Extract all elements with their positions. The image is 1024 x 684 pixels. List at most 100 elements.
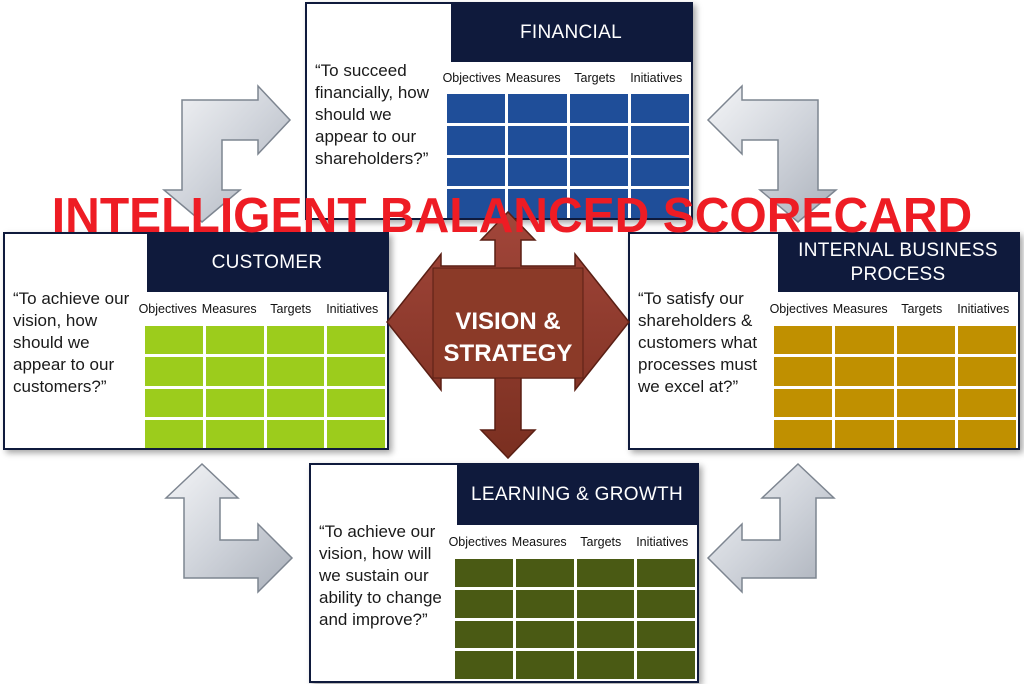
arrow-financial-internal	[706, 84, 839, 223]
grid-cell	[515, 620, 574, 649]
grid-cell	[630, 94, 689, 123]
grid-cell	[637, 589, 695, 618]
grid-cell	[835, 326, 894, 355]
vision-label-line1: VISION &	[455, 308, 561, 335]
grid-cell	[455, 589, 513, 618]
grid-cell	[896, 326, 955, 355]
grid-cell	[576, 651, 635, 679]
grid-cell	[145, 388, 203, 417]
grid-cell	[637, 620, 695, 649]
grid-cell	[327, 326, 385, 355]
internal-process-column-headers: Objectives Measures Targets Initiatives	[768, 302, 1014, 320]
internal-process-grid	[774, 326, 1016, 448]
column-objectives: Objectives	[442, 71, 501, 85]
grid-cell	[630, 157, 689, 187]
grid-cell	[447, 157, 506, 187]
grid-cell	[455, 651, 513, 679]
headline-title: INTELLIGENT BALANCED SCORECARD	[51, 189, 973, 243]
grid-cell	[455, 559, 513, 587]
grid-cell	[515, 559, 574, 587]
grid-cell	[508, 157, 567, 187]
grid-cell	[266, 388, 325, 417]
grid-cell	[447, 125, 506, 155]
grid-cell	[576, 589, 635, 618]
arrow-learning-customer	[164, 462, 294, 594]
grid-cell	[266, 326, 325, 355]
column-measures: Measures	[201, 302, 257, 316]
grid-cell	[835, 357, 894, 386]
grid-cell	[637, 651, 695, 679]
grid-cell	[637, 559, 695, 587]
grid-cell	[508, 189, 567, 218]
grid-cell	[896, 419, 955, 448]
grid-cell	[569, 157, 628, 187]
internal-process-question: “To satisfy our shareholders & customers…	[638, 289, 758, 396]
column-initiatives: Initiatives	[326, 302, 379, 316]
learning-growth-grid	[455, 559, 695, 679]
column-initiatives: Initiatives	[630, 71, 683, 85]
column-targets: Targets	[580, 535, 622, 549]
customer-panel: CUSTOMER “To achieve our vision, how sho…	[3, 232, 389, 450]
grid-cell	[774, 326, 833, 355]
vision-label-line2: STRATEGY	[443, 340, 573, 367]
grid-cell	[569, 94, 628, 123]
learning-growth-question: “To achieve our vision, how will we sust…	[319, 522, 442, 629]
grid-cell	[266, 419, 325, 448]
financial-title: FINANCIAL	[451, 4, 691, 62]
grid-cell	[205, 326, 264, 355]
vision-strategy-label: VISION & STRATEGY	[420, 306, 596, 370]
vision-center-box	[432, 267, 584, 379]
grid-cell	[447, 189, 506, 218]
grid-cell	[630, 125, 689, 155]
grid-cell	[957, 388, 1016, 417]
financial-question: “To succeed financially, how should we a…	[315, 61, 430, 168]
customer-title: CUSTOMER	[147, 234, 387, 292]
grid-cell	[576, 620, 635, 649]
grid-cell	[327, 388, 385, 417]
column-measures: Measures	[832, 302, 888, 316]
column-objectives: Objectives	[769, 302, 828, 316]
financial-column-headers: Objectives Measures Targets Initiatives	[441, 71, 687, 89]
grid-cell	[774, 388, 833, 417]
customer-grid	[145, 326, 385, 448]
grid-cell	[447, 94, 506, 123]
grid-cell	[774, 419, 833, 448]
grid-cell	[835, 388, 894, 417]
grid-cell	[896, 388, 955, 417]
grid-cell	[205, 388, 264, 417]
grid-cell	[266, 357, 325, 386]
column-objectives: Objectives	[448, 535, 507, 549]
column-measures: Measures	[511, 535, 567, 549]
grid-cell	[508, 125, 567, 155]
grid-cell	[327, 357, 385, 386]
grid-cell	[205, 419, 264, 448]
grid-cell	[145, 357, 203, 386]
grid-cell	[896, 357, 955, 386]
grid-cell	[569, 125, 628, 155]
grid-cell	[515, 651, 574, 679]
grid-cell	[630, 189, 689, 218]
column-measures: Measures	[505, 71, 561, 85]
grid-cell	[957, 419, 1016, 448]
grid-cell	[145, 419, 203, 448]
financial-panel: FINANCIAL “To succeed financially, how s…	[305, 2, 693, 220]
column-initiatives: Initiatives	[957, 302, 1010, 316]
grid-cell	[455, 620, 513, 649]
grid-cell	[145, 326, 203, 355]
grid-cell	[957, 357, 1016, 386]
grid-cell	[774, 357, 833, 386]
vision-strategy-arrow	[386, 210, 630, 460]
grid-cell	[508, 94, 567, 123]
internal-process-title: INTERNAL BUSINESS PROCESS	[778, 234, 1018, 292]
internal-process-panel: INTERNAL BUSINESS PROCESS “To satisfy ou…	[628, 232, 1020, 450]
grid-cell	[569, 189, 628, 218]
column-targets: Targets	[901, 302, 943, 316]
grid-cell	[205, 357, 264, 386]
grid-cell	[515, 589, 574, 618]
arrow-customer-financial	[161, 84, 292, 223]
learning-growth-title: LEARNING & GROWTH	[457, 465, 697, 525]
column-objectives: Objectives	[138, 302, 197, 316]
customer-column-headers: Objectives Measures Targets Initiatives	[137, 302, 383, 320]
customer-question: “To achieve our vision, how should we ap…	[13, 289, 130, 396]
